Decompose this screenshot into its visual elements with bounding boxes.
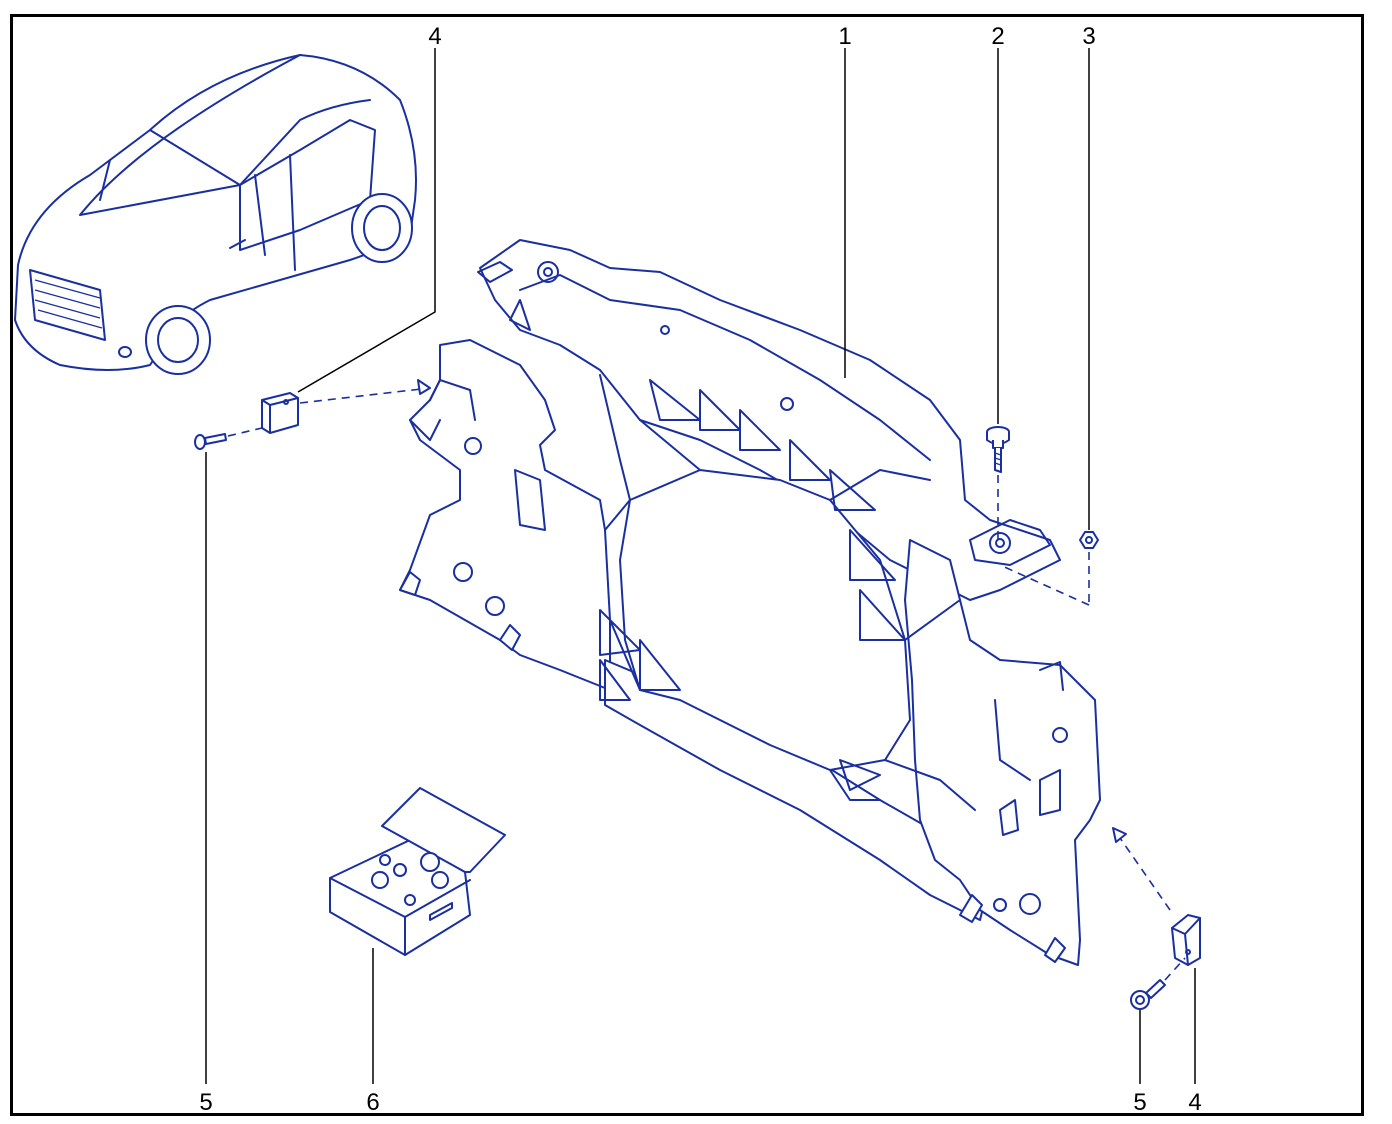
- nut-icon: [1079, 531, 1099, 549]
- fastener-kit-box-icon: [329, 787, 506, 956]
- screw-right-icon: [1130, 979, 1166, 1010]
- front-end-panel-icon: [399, 239, 1101, 966]
- bolt-icon: [986, 426, 1010, 473]
- callout-5-left: 5: [199, 1089, 212, 1116]
- callout-5-right: 5: [1133, 1089, 1146, 1116]
- callout-1: 1: [838, 23, 851, 50]
- bracket-right-icon: [1171, 914, 1201, 966]
- callout-6: 6: [366, 1089, 379, 1116]
- screw-left-icon: [194, 433, 227, 450]
- callout-2: 2: [991, 23, 1004, 50]
- callout-4-right: 4: [1188, 1089, 1201, 1116]
- callout-4-top: 4: [428, 23, 441, 50]
- car-thumbnail-icon: [14, 54, 417, 375]
- leader-lines: [205, 48, 1196, 1084]
- bracket-left-icon: [261, 392, 299, 434]
- callout-3: 3: [1082, 23, 1095, 50]
